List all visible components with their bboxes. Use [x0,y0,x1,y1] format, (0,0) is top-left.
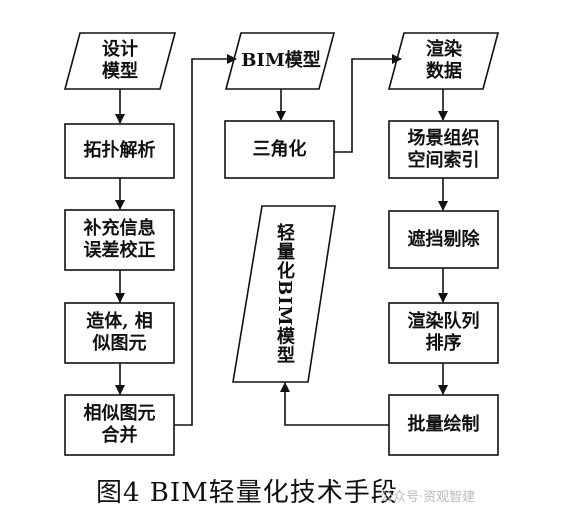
figure-caption: 图4 BIM轻量化技术手段 [96,478,398,508]
arrow-batch-lightweight [280,382,389,426]
arrow-merge-bim [174,54,237,426]
node-batch-draw [388,394,499,456]
arrow-tri-render [334,54,402,153]
label-batch-draw: 批量绘制 [407,414,480,435]
label-modeling: 造体, 相 似图元 [86,311,153,354]
node-design-model [63,32,177,90]
label-topology: 拓扑解析 [83,140,156,161]
label-occlusion: 遮挡剔除 [407,228,480,250]
node-render-data [387,32,500,90]
node-merge [64,394,175,456]
node-triangulation [224,120,335,179]
label-triangulation: 三角化 [252,138,307,160]
label-supplement: 补充信息 误差校正 [83,218,156,261]
node-topology [64,123,175,179]
label-design-model: 设计 模型 [102,39,138,82]
node-lightweight-bim [232,205,336,383]
label-bim-model: BIM模型 [241,50,321,71]
node-modeling [64,302,175,364]
label-render-queue: 渲染队列 排序 [407,311,480,354]
label-merge: 相似图元 合并 [83,403,156,446]
label-render-data: 渲染 数据 [426,39,462,82]
label-spatial-index: 场景组织 空间索引 [407,127,480,171]
watermark: 公众号·资观智建 [380,490,476,505]
label-lightweight-bim: 轻量化BIM模型 [274,223,295,365]
node-bim-model [224,32,336,90]
